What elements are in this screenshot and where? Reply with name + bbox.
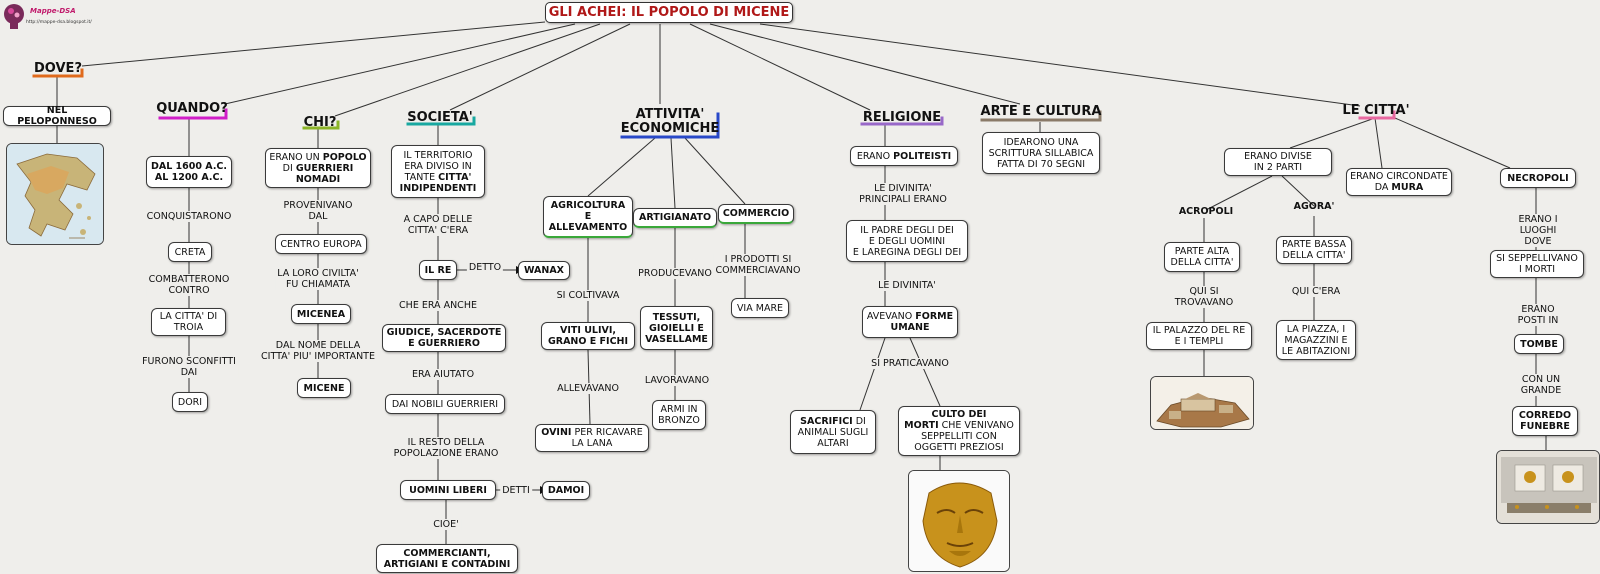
label-sconfitti: FURONO SCONFITTI DAI — [140, 356, 238, 378]
head-dove: DOVE? — [34, 61, 82, 76]
box-commercio: COMMERCIO — [718, 204, 794, 224]
box-tessuti: TESSUTI, GIOIELLI E VASELLAME — [640, 306, 713, 350]
box-creta: CRETA — [168, 242, 212, 262]
head-chi: CHI? — [303, 115, 337, 130]
box-divise: ERANO DIVISE IN 2 PARTI — [1224, 148, 1332, 176]
box-seppellivano: SI SEPPELLIVANO I MORTI — [1490, 250, 1584, 278]
box-territorio: IL TERRITORIO ERA DIVISO IN TANTE CITTA'… — [391, 145, 485, 198]
label-nome-citta: DAL NOME DELLA CITTA' PIU' IMPORTANTE — [259, 340, 377, 362]
label-che-era-anche: CHE ERA ANCHE — [397, 300, 479, 311]
tomb-treasure-image-icon — [1496, 450, 1600, 524]
head-religione: RELIGIONE — [862, 110, 942, 125]
box-forme-umane: AVEVANO FORME UMANE — [862, 306, 958, 338]
box-mura: ERANO CIRCONDATE DA MURA — [1346, 168, 1452, 196]
label-commerciavano: I PRODOTTI SI COMMERCIAVANO — [713, 254, 803, 276]
label-qui-si-trovavano: QUI SI TROVAVANO — [1172, 286, 1236, 308]
box-culto-morti: CULTO DEI MORTI CHE VENIVANO SEPPELLITI … — [898, 406, 1020, 456]
brand-name: Mappe-DSA — [30, 7, 76, 15]
greece-map-icon — [6, 143, 104, 245]
label-resto: IL RESTO DELLA POPOLAZIONE ERANO — [391, 437, 501, 459]
box-nobili: DAI NOBILI GUERRIERI — [385, 394, 505, 414]
label-allevavano: ALLEVAVANO — [555, 383, 621, 394]
label-qui-cera: QUI C'ERA — [1289, 286, 1343, 297]
box-giudice: GIUDICE, SACERDOTE E GUERRIERO — [382, 324, 506, 352]
box-centro-europa: CENTRO EUROPA — [275, 234, 367, 254]
box-uomini-liberi: UOMINI LIBERI — [400, 480, 496, 500]
map-title: GLI ACHEI: IL POPOLO DI MICENE — [545, 2, 793, 23]
box-popolo: ERANO UN POPOLO DI GUERRIERI NOMADI — [265, 148, 371, 188]
box-parte-alta: PARTE ALTA DELLA CITTA' — [1164, 242, 1240, 272]
box-micene: MICENE — [297, 378, 351, 398]
box-via-mare: VIA MARE — [731, 298, 789, 318]
label-lavoravano: LAVORAVANO — [642, 375, 712, 386]
label-civilta: LA LORO CIVILTA' FU CHIAMATA — [275, 268, 361, 290]
box-dori: DORI — [172, 392, 208, 412]
label-si-coltivava: SI COLTIVAVA — [554, 290, 622, 301]
acropolis-image-icon — [1150, 376, 1254, 430]
box-viti: VITI ULIVI, GRANO E FICHI — [541, 322, 635, 350]
head-quando: QUANDO? — [156, 101, 228, 116]
box-padre-dei: IL PADRE DEGLI DEI E DEGLI UOMINI E LARE… — [846, 220, 968, 262]
head-logo-icon — [4, 4, 24, 29]
box-ovini: OVINI PER RICAVARE LA LANA — [535, 424, 649, 452]
box-necropoli: NECROPOLI — [1500, 168, 1576, 188]
box-wanax: WANAX — [518, 261, 570, 280]
brand-url[interactable]: http://mappe-dsa.blogspot.it/ — [26, 20, 92, 25]
label-acropoli: ACROPOLI — [1178, 206, 1234, 217]
box-corredo: CORREDO FUNEBRE — [1512, 406, 1578, 436]
box-politeisti: ERANO POLITEISTI — [850, 146, 958, 166]
label-posti: ERANO POSTI IN — [1507, 304, 1569, 326]
label-conquistarono: CONQUISTARONO — [144, 211, 234, 222]
label-si-praticavano: SI PRATICAVANO — [869, 358, 951, 369]
box-sacrifici: SACRIFICI DI ANIMALI SUGLI ALTARI — [790, 410, 876, 454]
label-divinita-principali: LE DIVINITA' PRINCIPALI ERANO — [857, 183, 949, 205]
box-palazzo: IL PALAZZO DEL RE E I TEMPLI — [1146, 322, 1252, 350]
head-arte: ARTE E CULTURA — [980, 104, 1102, 119]
label-cioe: CIOE' — [431, 519, 461, 530]
box-il-re: IL RE — [419, 260, 457, 280]
head-citta: LE CITTA' — [1342, 103, 1410, 118]
box-peloponneso: NEL PELOPONNESO — [3, 105, 111, 127]
box-piazza: LA PIAZZA, I MAGAZZINI E LE ABITAZIONI — [1276, 320, 1356, 360]
label-luoghi: ERANO I LUOGHI DOVE — [1507, 214, 1569, 247]
box-parte-bassa: PARTE BASSA DELLA CITTA' — [1276, 236, 1352, 264]
label-detto: DETTO — [466, 262, 504, 273]
golden-mask-icon — [908, 470, 1010, 572]
box-date: DAL 1600 A.C. AL 1200 A.C. — [146, 156, 232, 188]
label-le-divinita: LE DIVINITA' — [876, 280, 938, 291]
label-provenivano: PROVENIVANO DAL — [281, 200, 355, 222]
label-combatterono: COMBATTERONO CONTRO — [146, 274, 232, 296]
box-damoi: DAMOI — [542, 481, 590, 500]
label-producevano: PRODUCEVANO — [636, 268, 714, 279]
head-societa: SOCIETA' — [407, 110, 473, 125]
label-grande: CON UN GRANDE — [1511, 374, 1571, 396]
head-attivita: ATTIVITA' ECONOMICHE — [620, 107, 720, 136]
label-agora: AGORA' — [1293, 201, 1335, 212]
label-a-capo: A CAPO DELLE CITTA' C'ERA — [401, 214, 475, 236]
box-commercianti: COMMERCIANTI, ARTIGIANI E CONTADINI — [376, 544, 518, 573]
box-tombe: TOMBE — [1514, 334, 1564, 354]
box-scrittura: IDEARONO UNA SCRITTURA SILLABICA FATTA D… — [982, 132, 1100, 174]
box-micenea: MICENEA — [291, 304, 351, 324]
box-troia: LA CITTA' DI TROIA — [151, 308, 226, 336]
box-agricoltura: AGRICOLTURA E ALLEVAMENTO — [543, 196, 633, 238]
box-artigianato: ARTIGIANATO — [633, 208, 717, 228]
box-armi: ARMI IN BRONZO — [652, 400, 706, 430]
label-era-aiutato: ERA AIUTATO — [409, 369, 477, 380]
label-detti: DETTI — [500, 485, 532, 496]
mappe-dsa-logo[interactable]: Mappe-DSA http://mappe-dsa.blogspot.it/ — [2, 2, 92, 32]
